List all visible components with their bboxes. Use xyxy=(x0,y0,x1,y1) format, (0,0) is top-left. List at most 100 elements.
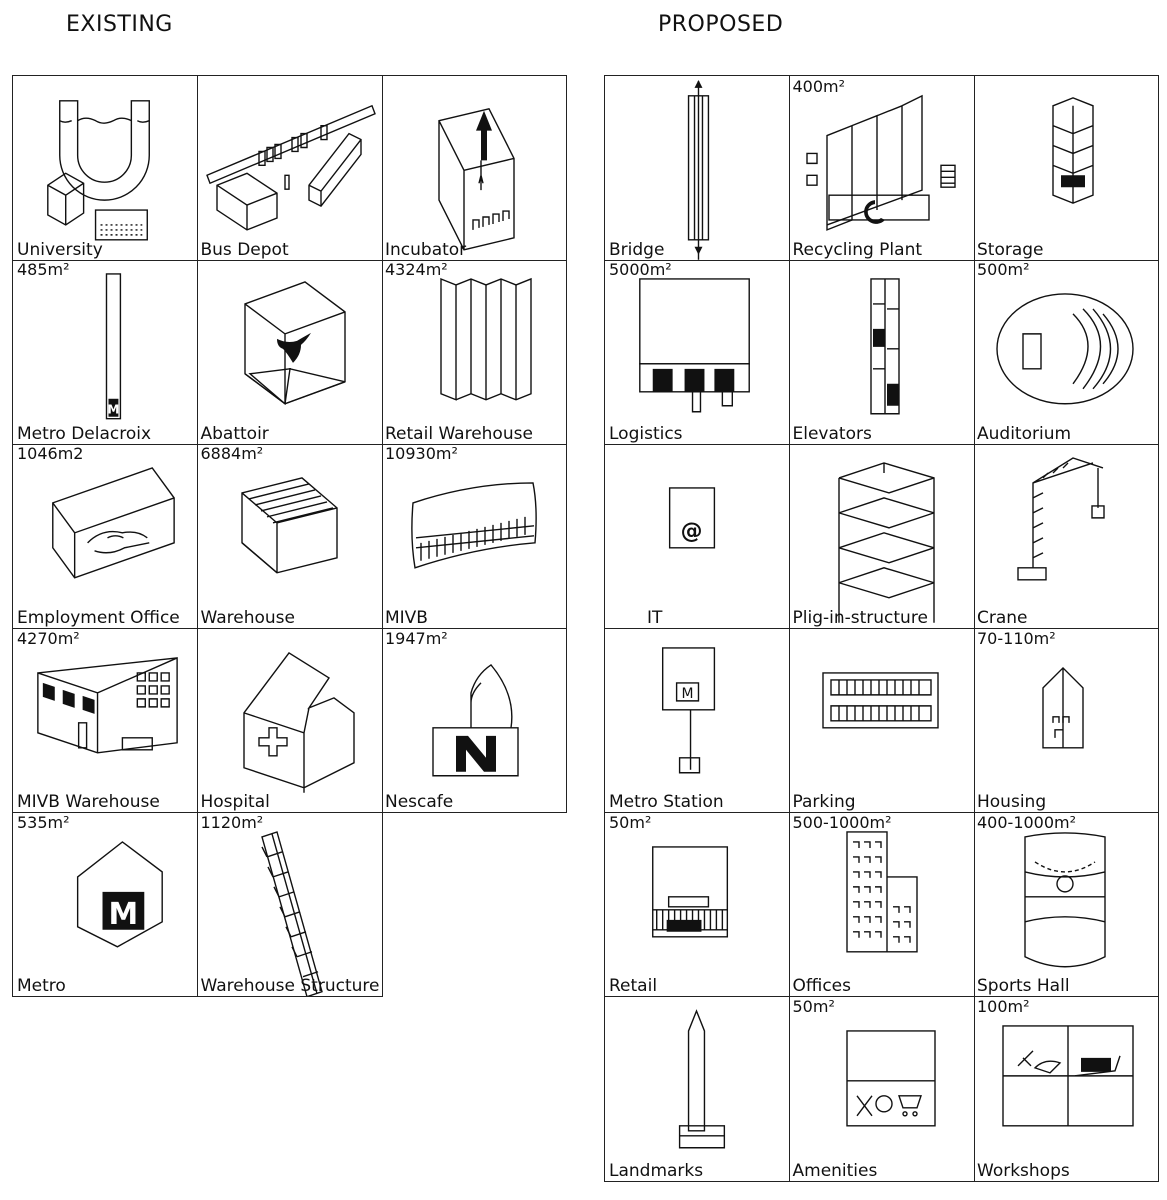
cell-mivb-warehouse: 4270m² MIVB Warehouse xyxy=(12,627,198,814)
cell-label: Metro xyxy=(17,976,66,997)
area-label: 400m² xyxy=(792,77,846,96)
cell-label: MIVB Warehouse xyxy=(17,792,160,813)
cell-crane: Crane xyxy=(973,443,1159,630)
cell-landmarks: Landmarks xyxy=(604,996,790,1182)
university-icon xyxy=(13,76,197,260)
area-label: 4270m² xyxy=(17,628,80,648)
warehouse-structure-icon xyxy=(197,812,382,997)
nescafe-icon xyxy=(381,628,566,813)
plug-in-structure-icon xyxy=(789,443,974,628)
area-label: 70-110m² xyxy=(977,628,1056,648)
bridge-icon xyxy=(605,79,789,260)
it-icon: @ xyxy=(605,443,789,628)
cell-label: Hospital xyxy=(200,792,270,813)
cell-label: Storage xyxy=(977,239,1044,260)
area-label: 535m² xyxy=(17,812,70,832)
mivb-warehouse-icon xyxy=(13,628,197,813)
cell-label: Crane xyxy=(977,608,1028,629)
workshops-icon xyxy=(973,996,1158,1181)
cell-label: Workshops xyxy=(977,1160,1070,1181)
retail-warehouse-icon xyxy=(381,259,566,444)
cell-label: Nescafe xyxy=(385,792,454,813)
retail-icon xyxy=(605,812,789,997)
cell-elevators: Elevators xyxy=(788,259,975,445)
area-label: 1046m2 xyxy=(17,444,84,464)
area-label: 1947m² xyxy=(385,628,448,648)
area-label: 500-1000m² xyxy=(792,812,892,832)
mivb-icon xyxy=(381,443,566,628)
cell-label: Amenities xyxy=(792,1160,878,1181)
warehouse-icon xyxy=(197,443,382,628)
employment-office-icon xyxy=(13,443,197,628)
cell-label: Warehouse xyxy=(200,608,295,629)
hospital-icon xyxy=(197,628,382,813)
cell-label: IT xyxy=(647,608,663,629)
elevators-icon xyxy=(789,259,974,444)
cell-storage: Storage xyxy=(973,75,1159,261)
cell-label: Bridge xyxy=(609,239,665,260)
cell-bus-depot: Bus Depot xyxy=(196,75,383,261)
cell-label: Metro Delacroix xyxy=(17,423,152,444)
cell-label: Plig-in-structure xyxy=(792,608,928,629)
area-label: 6884m² xyxy=(200,444,264,464)
logistics-icon xyxy=(605,259,789,444)
cell-label: Warehouse Structure xyxy=(200,976,380,997)
area-label: 5000m² xyxy=(609,260,672,280)
proposed-heading: PROPOSED xyxy=(658,12,784,37)
area-label: 400-1000m² xyxy=(977,812,1077,832)
svg-text:M: M xyxy=(682,685,694,701)
cell-hospital: Hospital xyxy=(196,627,383,814)
cell-nescafe: 1947m² Nescafe xyxy=(381,627,567,814)
svg-text:M: M xyxy=(108,403,120,417)
cell-label: Offices xyxy=(792,976,851,997)
area-label: 50m² xyxy=(792,997,835,1016)
cell-workshops: 100m² Workshops xyxy=(973,996,1159,1182)
abattoir-icon xyxy=(197,259,382,444)
area-label: 1120m² xyxy=(200,812,264,832)
cell-bridge: Bridge xyxy=(604,75,790,261)
storage-icon xyxy=(973,76,1158,260)
cell-abattoir: Abattoir xyxy=(196,259,383,445)
crane-icon xyxy=(973,443,1158,628)
recycling-plant-icon xyxy=(789,76,974,260)
sports-hall-icon xyxy=(973,812,1158,997)
incubator-icon xyxy=(381,76,566,260)
cell-label: Abattoir xyxy=(200,423,269,444)
cell-label: MIVB xyxy=(385,608,428,629)
cell-housing: 70-110m² Housing xyxy=(973,627,1159,814)
cell-metro-station: M Metro Station xyxy=(604,627,790,814)
housing-icon xyxy=(973,628,1158,813)
area-label: 100m² xyxy=(977,997,1030,1016)
cell-label: Housing xyxy=(977,792,1047,813)
cell-warehouse-structure: 1120m² Warehouse Structure xyxy=(196,811,383,998)
metro-icon: M xyxy=(13,812,197,997)
cell-label: Incubator xyxy=(385,239,467,260)
metro-station-icon: M xyxy=(605,628,789,813)
cell-university: University xyxy=(12,75,198,261)
bus-depot-icon xyxy=(197,76,382,260)
cell-label: Employment Office xyxy=(17,608,180,629)
cell-label: Retail Warehouse xyxy=(385,423,533,444)
existing-heading: EXISTING xyxy=(66,12,173,37)
cell-amenities: 50m² Amenities xyxy=(788,996,975,1182)
cell-plug-in-structure: Plig-in-structure xyxy=(788,443,975,630)
metro-delacroix-icon: M xyxy=(13,259,197,444)
auditorium-icon xyxy=(973,259,1158,444)
cell-retail-warehouse: 4324m² Retail Warehouse xyxy=(381,259,567,445)
cell-label: Bus Depot xyxy=(200,239,289,260)
cell-label: Parking xyxy=(792,792,856,813)
parking-icon xyxy=(789,628,974,813)
area-label: 4324m² xyxy=(385,260,448,280)
cell-label: Landmarks xyxy=(609,1160,704,1181)
cell-incubator: Incubator xyxy=(381,75,567,261)
cell-offices: 500-1000m² Offices xyxy=(788,811,975,998)
